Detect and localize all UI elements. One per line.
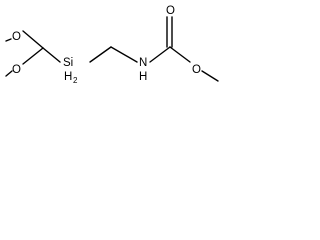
bond-group bbox=[5, 16, 219, 82]
atom-label-group: O O Si H 2 N H O O bbox=[12, 5, 201, 85]
atom-n-h: H bbox=[139, 71, 147, 83]
bond-c-o-ester bbox=[169, 46, 191, 63]
bond-n-c bbox=[149, 46, 171, 63]
bond-o-top-ch bbox=[22, 30, 44, 49]
structure-svg: O O Si H 2 N H O O bbox=[5, 5, 219, 85]
atom-si-h: H bbox=[64, 71, 72, 83]
bond-o-ester-methyl bbox=[201, 70, 219, 82]
atom-o-top: O bbox=[12, 31, 21, 43]
bond-ch-o-bottom bbox=[22, 47, 44, 65]
bond-si-ch2 bbox=[89, 46, 112, 63]
bond-ch2-n bbox=[110, 46, 138, 63]
atom-o-bottom: O bbox=[12, 64, 21, 76]
bond-o-bottom-methyl bbox=[5, 70, 13, 77]
atom-o-ester: O bbox=[192, 64, 201, 76]
atom-n: N bbox=[139, 57, 147, 69]
atom-si-h-count: 2 bbox=[73, 76, 78, 85]
bond-ch-si bbox=[42, 47, 61, 63]
bond-methyl-top-o bbox=[5, 38, 12, 42]
atom-o-carbonyl: O bbox=[166, 5, 175, 17]
atom-si: Si bbox=[63, 57, 73, 69]
molecule-diagram: O O Si H 2 N H O O bbox=[0, 0, 224, 126]
